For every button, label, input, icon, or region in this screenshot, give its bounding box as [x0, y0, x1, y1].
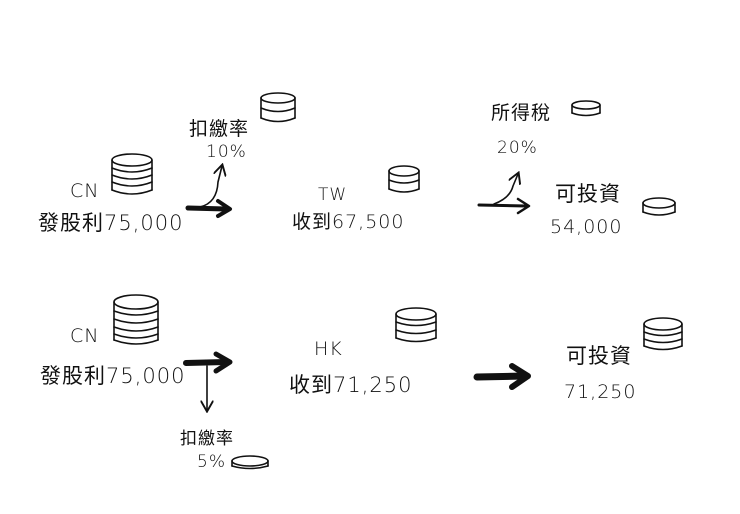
- row1-tax-label: 所得稅: [491, 102, 552, 124]
- coin-stack-icon: [642, 197, 676, 216]
- coin-stack-icon: [231, 455, 269, 470]
- coin-stack-icon: [388, 165, 420, 193]
- arrow-icon: [493, 174, 518, 205]
- row1-source-dividend: 發股利75,000: [38, 211, 184, 235]
- arrow-icon: [477, 197, 531, 215]
- row1-middle-received: 收到67,500: [292, 211, 405, 233]
- row2-source-region: CN: [70, 325, 100, 347]
- row1-tax-rate: 20%: [497, 138, 538, 158]
- row2-result-amount: 71,250: [564, 381, 637, 403]
- coin-stack-icon: [111, 153, 153, 195]
- coin-stack-icon: [571, 100, 601, 117]
- row1-middle-region: TW: [318, 185, 348, 205]
- coin-stack-icon: [260, 92, 296, 123]
- arrow-icon: [199, 166, 222, 208]
- row2-middle-received: 收到71,250: [289, 373, 413, 397]
- row2-source-dividend: 發股利75,000: [40, 364, 186, 388]
- row1-source-region: CN: [70, 180, 100, 202]
- row1-result-label: 可投資: [555, 182, 621, 206]
- row2-withholding-rate: 5%: [197, 452, 226, 472]
- row1-withholding-label: 扣繳率: [189, 118, 250, 140]
- row1-withholding-rate: 10%: [206, 142, 247, 162]
- coin-stack-icon: [643, 317, 683, 351]
- coin-stack-icon: [113, 294, 159, 345]
- row2-result-label: 可投資: [566, 344, 632, 368]
- arrow-icon: [183, 351, 233, 374]
- row1-result-amount: 54,000: [550, 216, 623, 238]
- row2-withholding-label: 扣繳率: [180, 429, 234, 449]
- arrow-icon: [473, 363, 531, 390]
- arrow-icon: [185, 199, 232, 218]
- row2-middle-region: HK: [314, 338, 343, 360]
- coin-stack-icon: [395, 307, 437, 343]
